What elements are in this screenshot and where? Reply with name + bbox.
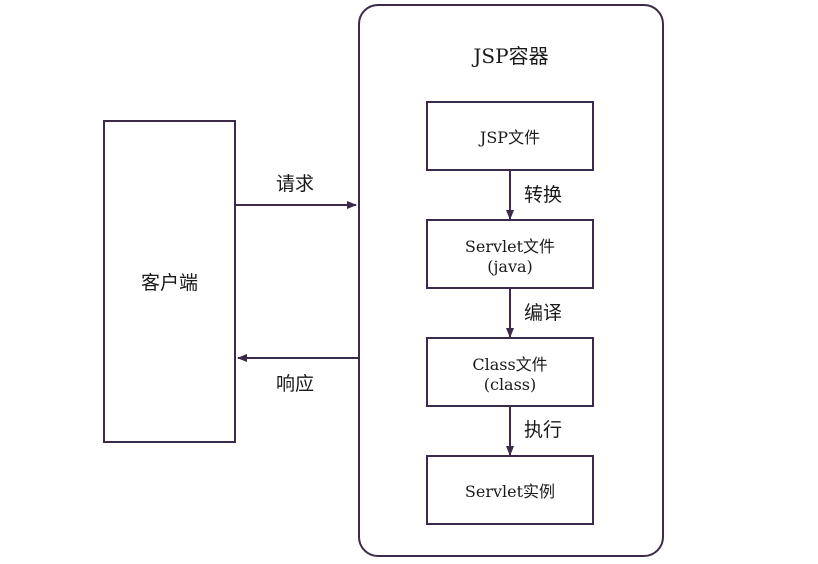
stage-class-file: Class文件 (class) — [426, 337, 594, 407]
stage-jsp-file: JSP文件 — [426, 101, 594, 171]
stage-label: Servlet文件 — [464, 236, 556, 256]
stage-sublabel: (class) — [483, 374, 537, 394]
stage-label: JSP文件 — [479, 128, 541, 147]
transition-execute-label: 执行 — [524, 419, 563, 441]
stage-label: Class文件 — [472, 354, 548, 374]
container-title: JSP容器 — [473, 44, 549, 68]
stage-servlet-instance: Servlet实例 — [426, 455, 594, 525]
stage-servlet-file: Servlet文件 (java) — [426, 219, 594, 289]
jsp-container — [358, 4, 664, 557]
stage-sublabel: (java) — [487, 256, 533, 276]
stage-label: Servlet实例 — [464, 482, 556, 501]
request-label: 请求 — [276, 173, 315, 195]
client-box: 客户端 — [103, 120, 236, 443]
response-label: 响应 — [276, 373, 315, 395]
client-label: 客户端 — [140, 272, 198, 294]
transition-convert-label: 转换 — [524, 184, 563, 206]
transition-compile-label: 编译 — [524, 302, 563, 324]
